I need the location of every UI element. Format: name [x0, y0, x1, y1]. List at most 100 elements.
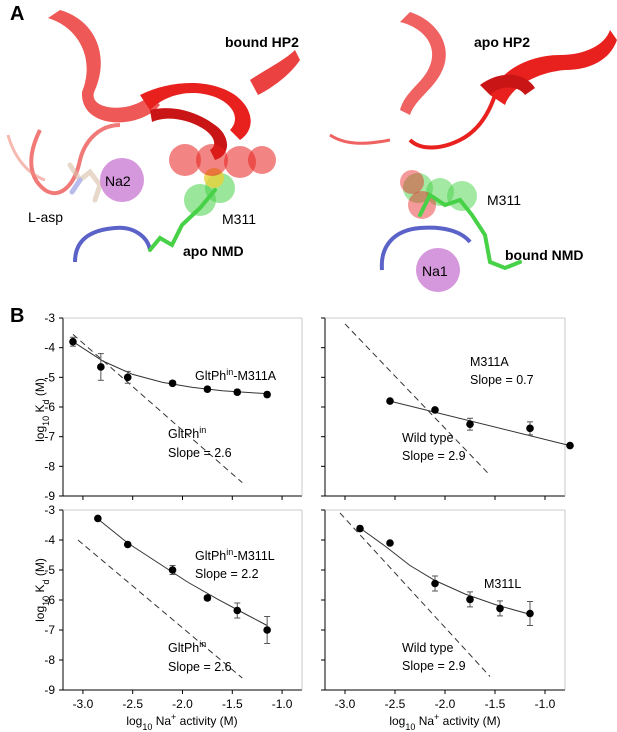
- y-axis-title-bottom: log10 Kd (M): [33, 558, 51, 622]
- data-point: [69, 337, 77, 346]
- data-point: [263, 626, 271, 634]
- y-tick-label: -6: [44, 593, 55, 607]
- y-tick-label: -4: [44, 341, 55, 355]
- structure-right: apo HP2 M311 bound NMD Na1: [329, 12, 617, 292]
- series-label-bl: GltPhin-M311L: [195, 547, 275, 563]
- y-tick-label: -9: [44, 683, 55, 697]
- data-point: [386, 539, 394, 547]
- x-axis-title-right: log10 Na+ activity (M): [389, 712, 500, 732]
- loop-red-left: [29, 123, 121, 196]
- l-asp-ligand: [67, 162, 103, 203]
- fit-curve: [389, 400, 571, 447]
- ref-label-bl: GltPhin: [168, 639, 206, 655]
- x-tick-label: -2.5: [385, 697, 406, 711]
- ref-label-tr: Wild type: [402, 431, 453, 445]
- m311-spheres-left: [169, 144, 276, 216]
- plot-bottom-left: [59, 509, 303, 694]
- label-apo-hp2: apo HP2: [474, 34, 530, 50]
- data-point: [356, 524, 364, 533]
- m311-stick-left: [148, 188, 217, 252]
- panel-b-letter: B: [10, 305, 24, 327]
- y-tick-label: -3: [44, 311, 55, 325]
- series-slope-tr: Slope = 0.7: [470, 373, 534, 387]
- data-point: [203, 594, 212, 602]
- reference-line: [72, 333, 243, 484]
- x-tick-label: -2.0: [172, 697, 193, 711]
- ref-label-tl: GltPhin: [168, 425, 206, 441]
- x-tick-label: -2.0: [435, 697, 456, 711]
- label-l-asp: L-asp: [28, 209, 63, 225]
- data-point: [496, 604, 504, 613]
- x-tick-label: -3.0: [73, 697, 94, 711]
- label-na1: Na1: [422, 263, 448, 279]
- data-point: [94, 514, 102, 523]
- x-tick-labels-left: -3.0 -2.5 -2.0 -1.5 -1.0: [73, 697, 293, 711]
- y-tick-label: -7: [44, 623, 55, 637]
- y-tick-label: -9: [44, 489, 55, 503]
- data-point: [123, 373, 132, 382]
- fit-curve: [72, 341, 268, 395]
- data-point: [123, 540, 132, 549]
- loop-red-right-2: [329, 133, 391, 145]
- data-point: [263, 390, 271, 399]
- reference-line: [77, 539, 243, 679]
- label-m311-left: M311: [222, 211, 256, 227]
- y-tick-label: -7: [44, 430, 55, 444]
- label-m311-right: M311: [487, 192, 521, 208]
- plot-top-left: [59, 317, 303, 500]
- y-tick-labels-bottom: -3 -4 -5 -6 -7 -8 -9: [44, 503, 55, 697]
- y-tick-label: -4: [44, 533, 55, 547]
- label-bound-nmd: bound NMD: [505, 247, 584, 263]
- data-point: [431, 406, 439, 414]
- label-na2: Na2: [105, 173, 131, 189]
- m311-spheres-right: [400, 170, 477, 219]
- x-tick-label: -2.5: [122, 697, 143, 711]
- helix-hp2-left-turn: [150, 108, 228, 160]
- reference-line: [344, 323, 491, 476]
- data-point: [168, 566, 177, 574]
- x-tick-label: -1.0: [272, 697, 293, 711]
- y-tick-label: -6: [44, 400, 55, 414]
- x-tick-label: -1.5: [485, 697, 506, 711]
- plot-bottom-right: [321, 509, 566, 694]
- fit-curve: [359, 527, 531, 615]
- data-point: [168, 379, 177, 388]
- data-point: [203, 385, 212, 394]
- panel-a-letter: A: [10, 3, 24, 25]
- data-point: [386, 397, 394, 405]
- y-tick-label: -5: [44, 563, 55, 577]
- ref-slope-bl: Slope = 2.6: [168, 660, 232, 674]
- helix-hp2-left-right: [250, 50, 300, 95]
- na2-sphere: [100, 158, 144, 202]
- x-axis-title-left: log10 Na+ activity (M): [126, 712, 237, 732]
- loop-red-right: [408, 94, 497, 150]
- x-tick-label: -1.0: [535, 697, 556, 711]
- x-tick-labels-right: -3.0-2.5-2.0-1.5-1.0: [335, 697, 556, 711]
- data-point: [233, 606, 242, 615]
- series-label-tr: M311A: [470, 355, 509, 369]
- y-tick-labels-top: -3-4-5-6-7-8-9: [44, 311, 55, 503]
- ref-slope-tl: Slope = 2.6: [168, 446, 232, 460]
- ref-slope-br: Slope = 2.9: [402, 659, 466, 673]
- reference-line: [339, 512, 491, 677]
- label-apo-nmd: apo NMD: [183, 243, 244, 259]
- loop-red-left-2: [6, 134, 46, 182]
- data-point: [466, 595, 474, 604]
- y-tick-label: -3: [44, 503, 55, 517]
- series-label-br: M311L: [484, 577, 521, 591]
- y-tick-label: -8: [44, 653, 55, 667]
- data-point: [466, 420, 474, 429]
- data-point: [97, 363, 105, 371]
- x-tick-label: -1.5: [222, 697, 243, 711]
- series-slope-bl: Slope = 2.2: [195, 567, 259, 581]
- plot-top-right: [321, 317, 574, 500]
- helix-hp2-left-main: [140, 82, 251, 140]
- data-point: [526, 424, 534, 433]
- structure-left: bound HP2 Na2 L-asp M311 apo NMD: [6, 10, 300, 263]
- data-point: [431, 579, 439, 588]
- nmd-loop-left: [73, 225, 152, 263]
- y-axis-title-top: log10 Kd (M): [33, 378, 51, 442]
- y-tick-label: -8: [44, 459, 55, 473]
- na1-sphere: [416, 248, 460, 292]
